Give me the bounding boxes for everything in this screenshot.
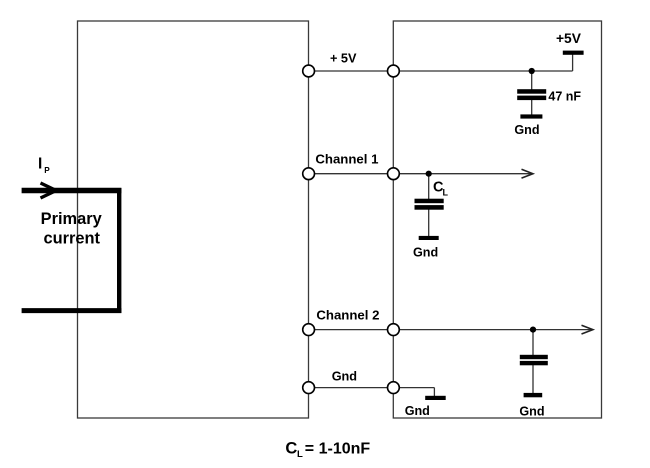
svg-text:L: L xyxy=(443,188,449,198)
svg-text:Gnd: Gnd xyxy=(514,123,539,137)
svg-text:Gnd: Gnd xyxy=(519,404,544,418)
svg-text:Channel 1: Channel 1 xyxy=(315,151,378,166)
svg-text:+ 5V: + 5V xyxy=(330,51,357,65)
svg-text:C: C xyxy=(433,179,444,195)
svg-text:Channel 2: Channel 2 xyxy=(316,307,379,322)
svg-text:C: C xyxy=(285,439,297,457)
svg-text:P: P xyxy=(44,166,50,175)
svg-text:Gnd: Gnd xyxy=(405,404,430,418)
svg-text:Primary: Primary xyxy=(41,210,103,228)
svg-text:Gnd: Gnd xyxy=(332,369,357,383)
svg-text:+5V: +5V xyxy=(556,31,582,46)
svg-text:47 nF: 47 nF xyxy=(548,90,581,104)
svg-text:Gnd: Gnd xyxy=(413,245,438,259)
svg-text:I: I xyxy=(38,155,42,172)
svg-text:L: L xyxy=(297,449,303,460)
svg-text:= 1-10nF: = 1-10nF xyxy=(305,440,371,457)
svg-text:current: current xyxy=(44,230,101,248)
